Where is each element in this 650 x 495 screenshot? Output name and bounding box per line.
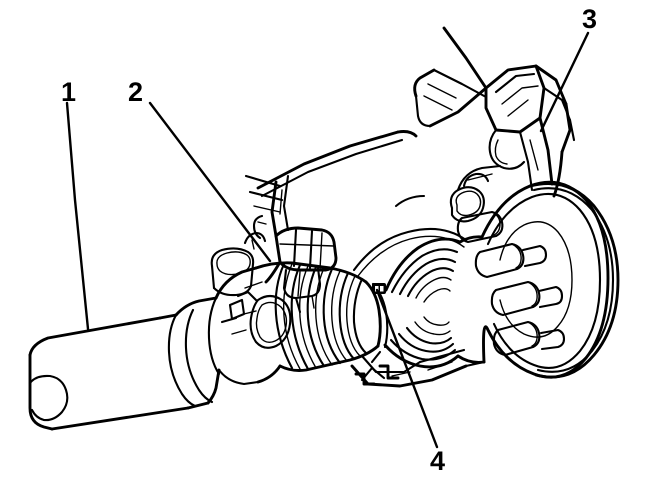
slip-yoke-sleeve [167, 296, 221, 408]
cv-boot [254, 261, 380, 372]
propeller-shaft [28, 313, 210, 431]
mid-bracket [244, 130, 418, 314]
callout-leaders [65, 31, 590, 449]
callout-label-3: 3 [582, 4, 598, 34]
leader-line-3 [539, 31, 590, 133]
hose-lines [352, 194, 468, 277]
upper-bracket-arms [413, 26, 576, 198]
leader-line-2 [148, 101, 272, 263]
callout-label-2: 2 [128, 77, 144, 107]
lower-shield-tabs [350, 348, 486, 388]
callout-label-4: 4 [430, 446, 446, 476]
differential-housing [480, 180, 620, 379]
leader-line-4 [375, 288, 439, 449]
housing-bolt-bosses [449, 172, 566, 357]
leader-line-1 [65, 101, 90, 331]
callout-label-1: 1 [61, 77, 77, 107]
